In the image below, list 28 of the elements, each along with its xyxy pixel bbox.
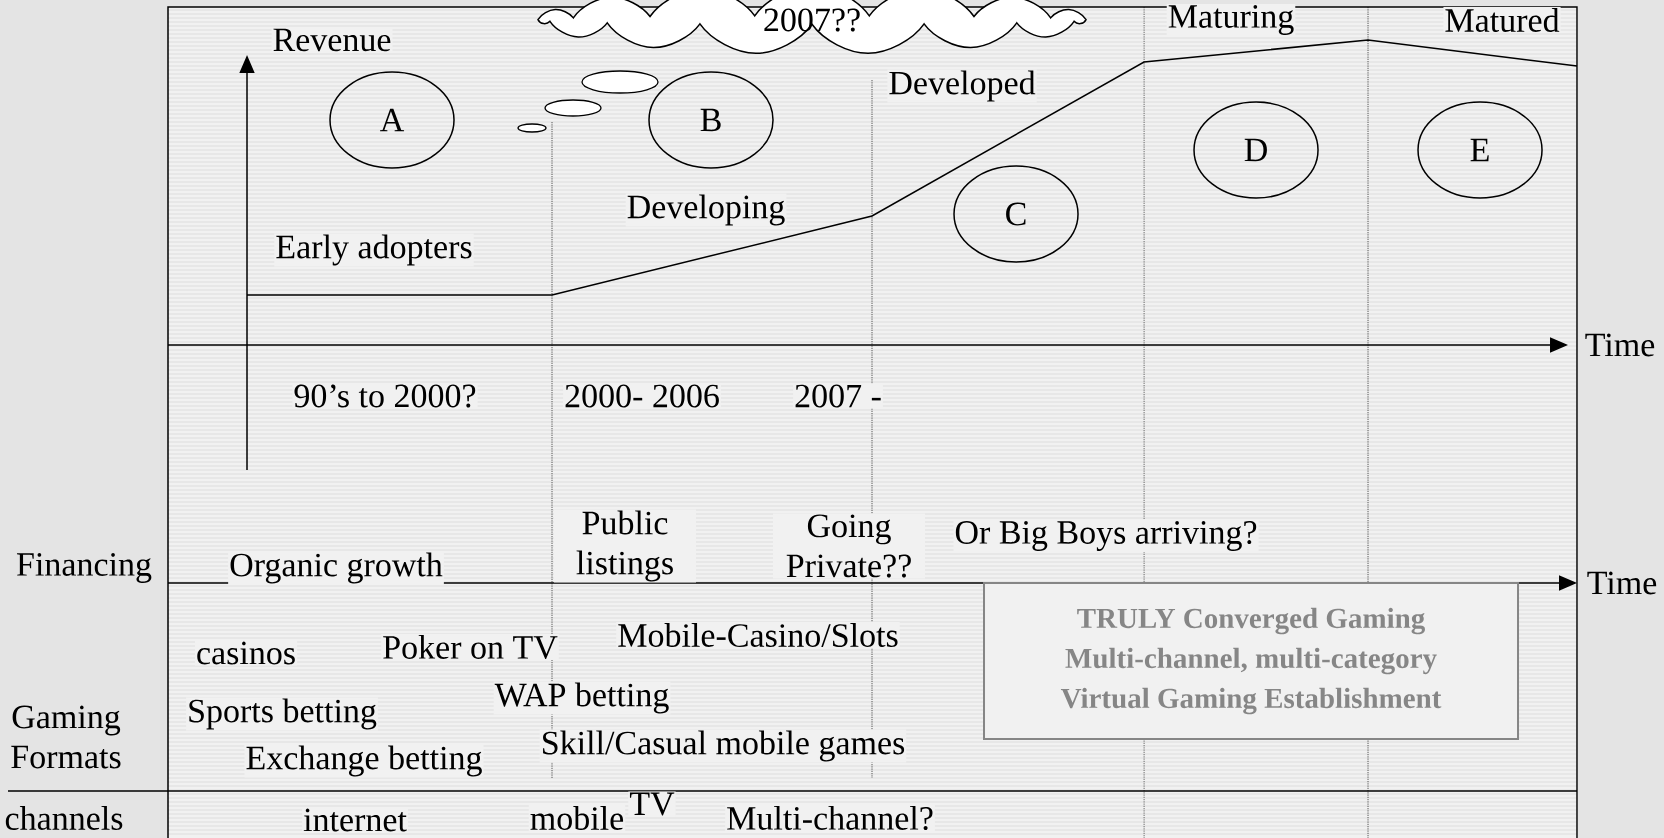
label-text: internet	[302, 807, 408, 833]
label-text: 2000- 2006	[563, 383, 721, 409]
label-text: Going Private??	[773, 513, 925, 579]
label-text: Skill/Casual mobile games	[539, 729, 907, 763]
label-text: Or Big Boys arriving?	[953, 520, 1259, 552]
label-text: Revenue	[271, 27, 393, 53]
label-text: Gaming Formats	[0, 704, 132, 770]
label-text: Mobile-Casino/Slots	[616, 622, 900, 648]
label-text: Matured	[1443, 7, 1561, 33]
label-text: Financing	[15, 552, 153, 584]
label-text: mobile	[528, 805, 626, 831]
label-text: TV	[628, 791, 676, 817]
label-text: 2007 -	[793, 383, 883, 409]
label-text: Organic growth	[228, 551, 444, 585]
label-text: Poker on TV	[381, 633, 559, 661]
label-text: WAP betting	[493, 681, 671, 715]
label-text: Early adopters	[274, 233, 474, 267]
label-text: channels	[3, 805, 125, 831]
thought-cloud: 2007??	[537, 0, 1087, 54]
label-text: Multi-channel?	[725, 805, 935, 832]
label-text: Exchange betting	[244, 744, 484, 778]
label-text: casinos	[194, 640, 298, 666]
label-text: Public listings	[554, 509, 696, 583]
label-text: Sports betting	[186, 697, 378, 731]
summary-box: TRULY Converged Gaming Multi-channel, multi-category Virtual Gaming Establishment	[983, 582, 1519, 740]
label-text: Maturing	[1166, 4, 1296, 36]
label-text: 90’s to 2000?	[292, 383, 478, 409]
label-text: Developed	[887, 69, 1037, 103]
